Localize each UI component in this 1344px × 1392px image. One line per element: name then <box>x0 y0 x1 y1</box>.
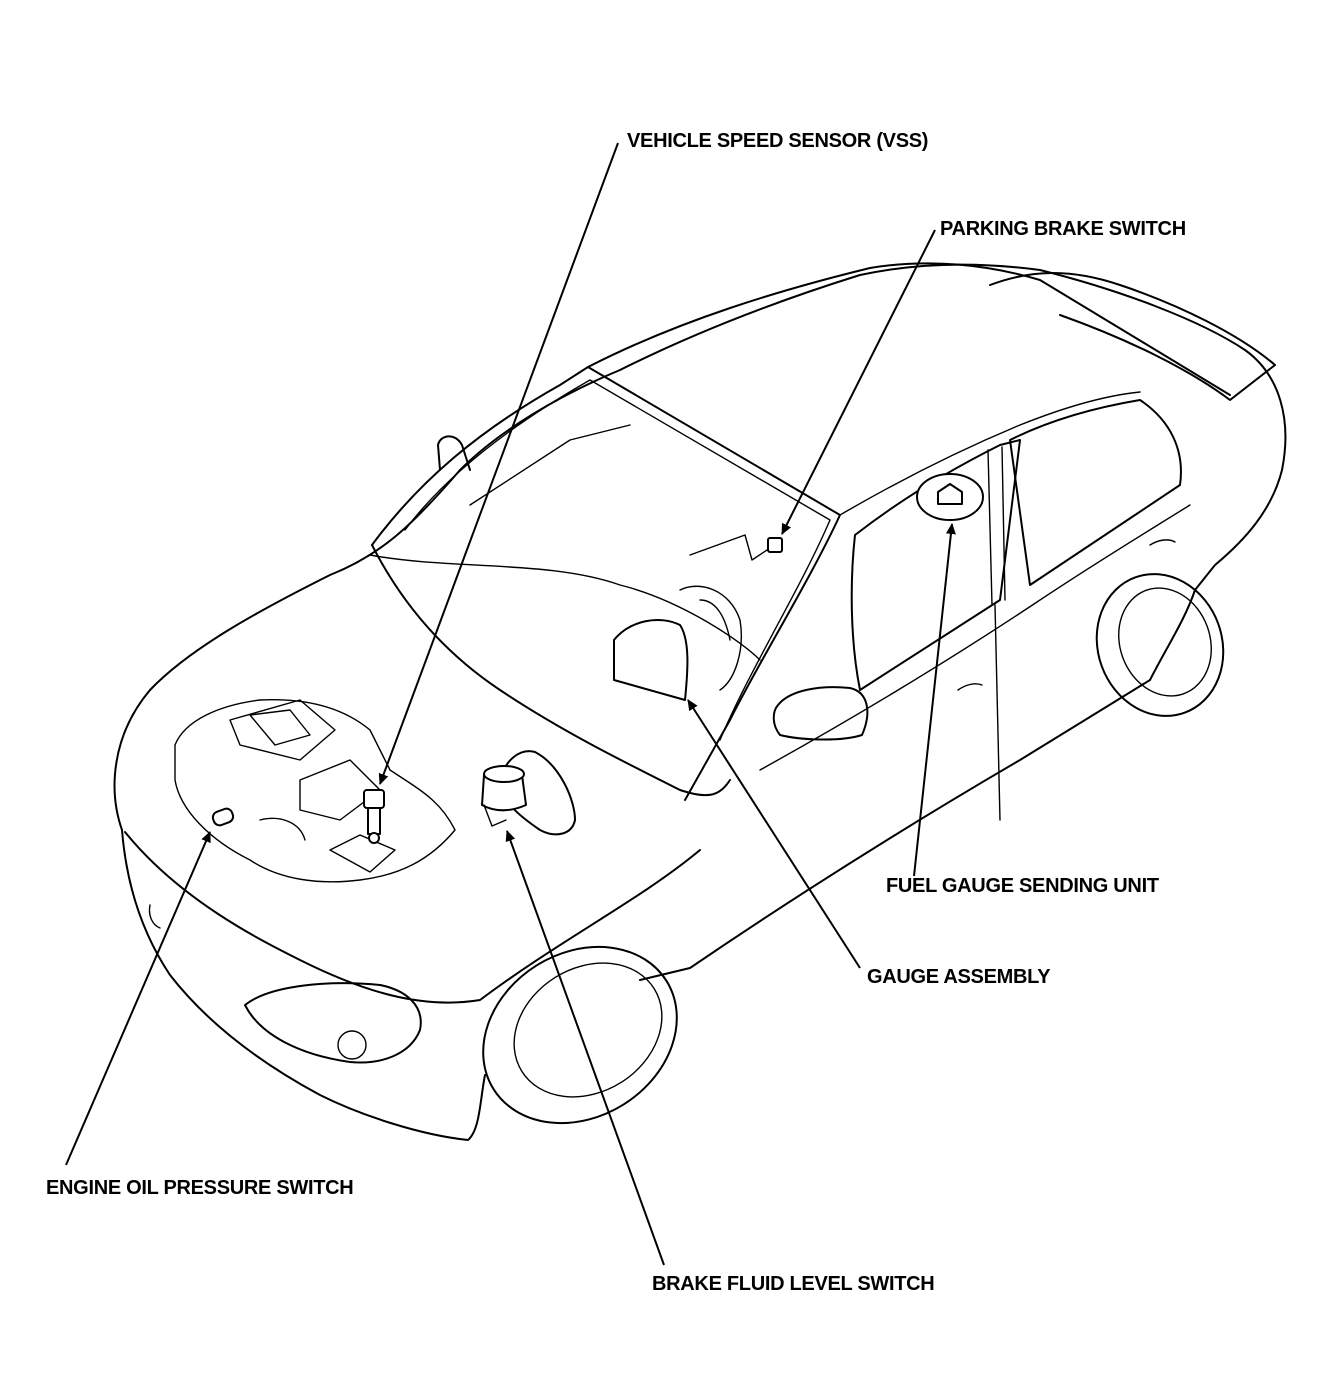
parking-brake-switch-icon <box>689 534 783 561</box>
leader-vss <box>378 142 619 785</box>
gauge-assembly-icon <box>613 619 689 701</box>
fuel-gauge-sending-unit-icon <box>916 473 984 521</box>
label-vehicle-speed-sensor: VEHICLE SPEED SENSOR (VSS) <box>627 130 928 152</box>
vehicle-speed-sensor-icon <box>363 789 385 844</box>
leader-fuel-gauge <box>913 523 956 877</box>
label-parking-brake-switch: PARKING BRAKE SWITCH <box>940 218 1186 240</box>
brake-fluid-level-switch-icon <box>481 765 527 827</box>
leader-parking-brake <box>781 229 936 535</box>
leader-oil-pressure <box>65 831 211 1166</box>
leader-brake-fluid <box>505 830 665 1266</box>
label-gauge-assembly: GAUGE ASSEMBLY <box>867 966 1051 988</box>
label-fuel-gauge-sending-unit: FUEL GAUGE SENDING UNIT <box>886 875 1159 897</box>
leader-gauge-assembly <box>687 699 861 969</box>
label-engine-oil-pressure-switch: ENGINE OIL PRESSURE SWITCH <box>46 1177 353 1199</box>
car-illustration <box>113 262 1287 1141</box>
callout-labels: VEHICLE SPEED SENSOR (VSS) PARKING BRAKE… <box>46 130 1186 1295</box>
leader-lines <box>65 142 956 1266</box>
label-brake-fluid-level-switch: BRAKE FLUID LEVEL SWITCH <box>652 1273 934 1295</box>
engine-oil-pressure-switch-icon <box>211 807 235 827</box>
